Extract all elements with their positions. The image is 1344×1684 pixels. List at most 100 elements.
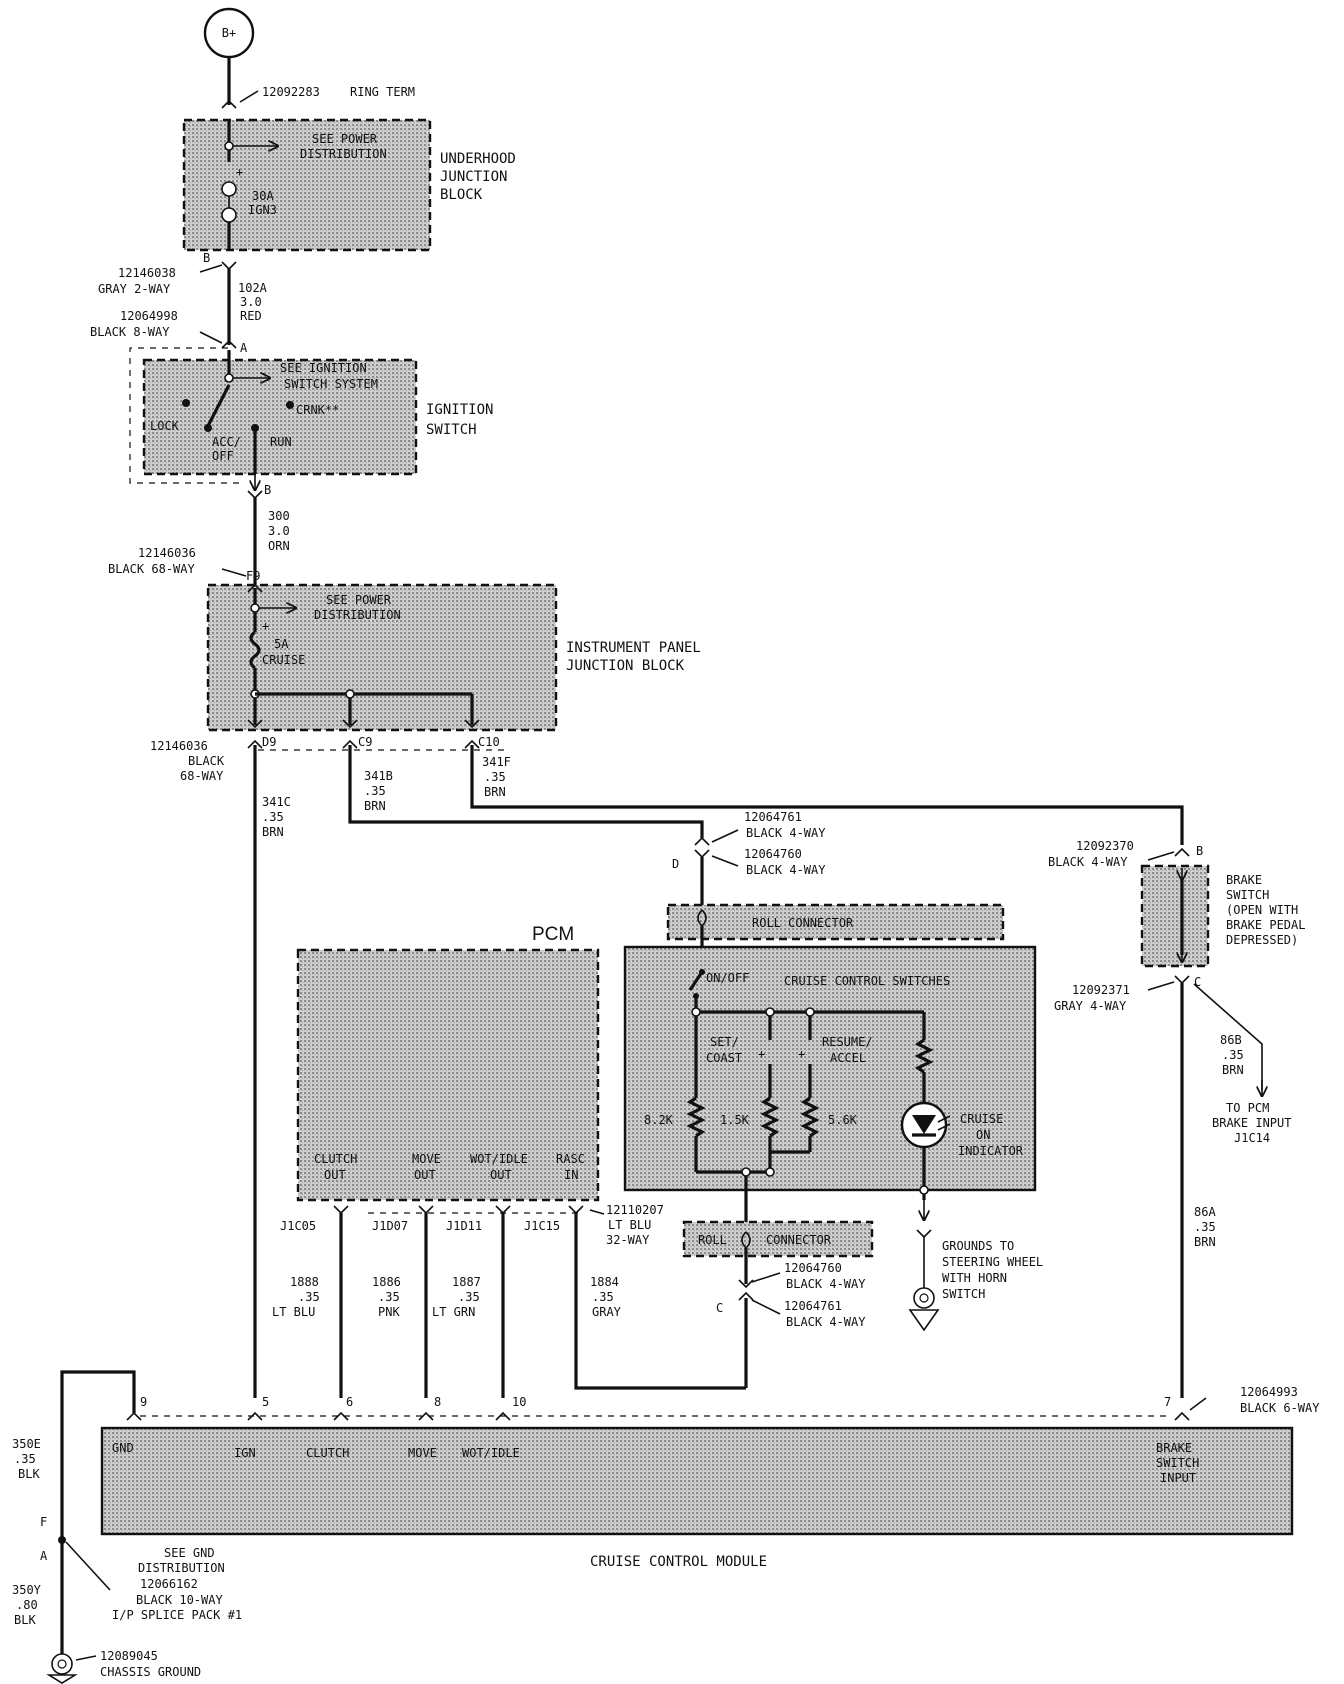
horn-ground-l2: STEERING WHEEL — [942, 1255, 1043, 1269]
ipjb-name-2: JUNCTION BLOCK — [566, 658, 685, 674]
ignition-name-2: SWITCH — [426, 422, 477, 438]
underhood-see-note-1: SEE POWER — [312, 132, 378, 146]
pcm-conn: 12110207 — [606, 1203, 664, 1217]
pcm-title: PCM — [532, 924, 574, 945]
wire-1888-circuit: 1888 — [290, 1275, 319, 1289]
chassis-ground-icon — [46, 1653, 78, 1684]
ccm-conn: 12064993 — [1240, 1385, 1298, 1399]
wire-341b-gauge: .35 — [364, 784, 386, 798]
roll-connector-bottom — [682, 1220, 874, 1258]
ccm-pin6: 6 — [346, 1395, 353, 1409]
cruise-on-led-icon — [900, 1101, 951, 1149]
roll-top-pin: D — [672, 857, 679, 871]
ground-wire-350e-1: 350E — [12, 1437, 41, 1451]
pcm-clutch-1: CLUTCH — [314, 1152, 357, 1166]
brake-conn-out-desc: GRAY 4-WAY — [1054, 999, 1127, 1013]
ccs-title: CRUISE CONTROL SWITCHES — [784, 974, 950, 988]
ccs-res-1: RESUME/ — [822, 1035, 873, 1049]
horn-ground-l1: GROUNDS TO — [942, 1239, 1014, 1253]
ccm-pin7: 7 — [1164, 1395, 1171, 1409]
underhood-name-3: BLOCK — [440, 187, 483, 203]
ignition-name-1: IGNITION — [426, 402, 493, 418]
pcm-wot-1: WOT/IDLE — [470, 1152, 528, 1166]
ccm-wot: WOT/IDLE — [462, 1446, 520, 1460]
brake-desc-2: SWITCH — [1226, 888, 1269, 902]
resistor-1-5k-icon — [760, 1096, 780, 1138]
pcm-conn-desc-1: LT BLU — [608, 1218, 651, 1232]
wire-1888-color: LT BLU — [272, 1305, 315, 1319]
underhood-conn-out-desc: GRAY 2-WAY — [98, 282, 171, 296]
wire-341f-gauge: .35 — [484, 770, 506, 784]
wire-102a-circuit: 102A — [238, 281, 268, 295]
brake-conn-out: 12092371 — [1072, 983, 1130, 997]
ground-see-2: DISTRIBUTION — [138, 1561, 225, 1575]
ignition-acc-1: ACC/ — [212, 435, 241, 449]
ignition-lock: LOCK — [150, 419, 180, 433]
pcm-clutch-2: OUT — [324, 1168, 346, 1182]
indicator-resistor-icon — [914, 1038, 934, 1074]
ccm-conn-desc: BLACK 6-WAY — [1240, 1401, 1320, 1415]
wire-86b-gauge: .35 — [1222, 1048, 1244, 1062]
ipjb-pin-c9: C9 — [358, 735, 372, 749]
ignition-crnk: CRNK** — [296, 403, 339, 417]
wire-86a-color: BRN — [1194, 1235, 1216, 1249]
roll-bottom-pin: C — [716, 1301, 723, 1315]
wire-300-color: ORN — [268, 539, 290, 553]
brake-conn-in-desc: BLACK 4-WAY — [1048, 855, 1128, 869]
ccs-set-2: COAST — [706, 1051, 742, 1065]
ccs-res-2: ACCEL — [830, 1051, 866, 1065]
ccm-pins — [126, 1411, 1190, 1421]
ground-splice-desc-2: I/P SPLICE PACK #1 — [112, 1608, 242, 1622]
wire-341c-gauge: .35 — [262, 810, 284, 824]
ccs-ind-3: INDICATOR — [958, 1144, 1024, 1158]
svg-text:+: + — [758, 1047, 765, 1061]
wire-1884-gauge: .35 — [592, 1290, 614, 1304]
wire-1887-color: LT GRN — [432, 1305, 475, 1319]
pcm-pin-4: J1C15 — [524, 1219, 560, 1233]
pcm-box — [296, 948, 600, 1202]
ccm-brake-3: INPUT — [1160, 1471, 1196, 1485]
ccm-clutch: CLUTCH — [306, 1446, 349, 1460]
ccs-ind-2: ON — [976, 1128, 990, 1142]
pcm-pin-1: J1C05 — [280, 1219, 316, 1233]
ground-see-1: SEE GND — [164, 1546, 215, 1560]
polarity-mark-2: + — [262, 619, 269, 633]
ccs-set-1: SET/ — [710, 1035, 739, 1049]
wire-102a-color: RED — [240, 309, 262, 323]
resume-accel-switch-icon: + — [798, 1016, 812, 1098]
horn-ground-l3: WITH HORN — [942, 1271, 1007, 1285]
wire-341b-circuit: 341B — [364, 769, 393, 783]
underhood-pin-out: B — [203, 251, 210, 265]
wire-86b-to-2: BRAKE INPUT — [1212, 1116, 1291, 1130]
pcm-pin-3: J1D11 — [446, 1219, 482, 1233]
ipjb-conn-in-desc: BLACK 68-WAY — [108, 562, 195, 576]
pcm-pin-2: J1D07 — [372, 1219, 408, 1233]
ignition-run: RUN — [270, 435, 292, 449]
brake-pin-out: C — [1194, 975, 1201, 989]
ignition-see-note-2: SWITCH SYSTEM — [284, 377, 378, 391]
roll-bottom-conn-a-desc: BLACK 4-WAY — [786, 1277, 866, 1291]
ipjb-conn-out: 12146036 — [150, 739, 208, 753]
wire-1886-gauge: .35 — [378, 1290, 400, 1304]
svg-text:+: + — [798, 1047, 805, 1061]
ipjb-see-note-2: DISTRIBUTION — [314, 608, 401, 622]
ignition-conn-in: 12064998 — [120, 309, 178, 323]
wire-341b-color: BRN — [364, 799, 386, 813]
ground-wire-350y-3: BLK — [14, 1613, 36, 1627]
pcm-move-2: OUT — [414, 1168, 436, 1182]
pcm-conn-desc-2: 32-WAY — [606, 1233, 650, 1247]
on-off-switch-icon — [688, 969, 705, 999]
wire-102a-gauge: 3.0 — [240, 295, 262, 309]
ccs-r1: 8.2K — [644, 1113, 674, 1127]
fuse-5a-icon — [249, 630, 261, 670]
underhood-junction-block — [182, 118, 432, 252]
pcm-rasc-1: RASC — [556, 1152, 585, 1166]
wire-86b-to-1: TO PCM — [1226, 1101, 1269, 1115]
wire-86b-circuit: 86B — [1220, 1033, 1242, 1047]
steering-ground-icon — [908, 1287, 940, 1332]
ground-wire-350y-2: .80 — [16, 1598, 38, 1612]
ipjb-pin-in: F9 — [246, 569, 260, 583]
ccm-name: CRUISE CONTROL MODULE — [590, 1554, 767, 1570]
brake-desc-4: BRAKE PEDAL — [1226, 918, 1305, 932]
